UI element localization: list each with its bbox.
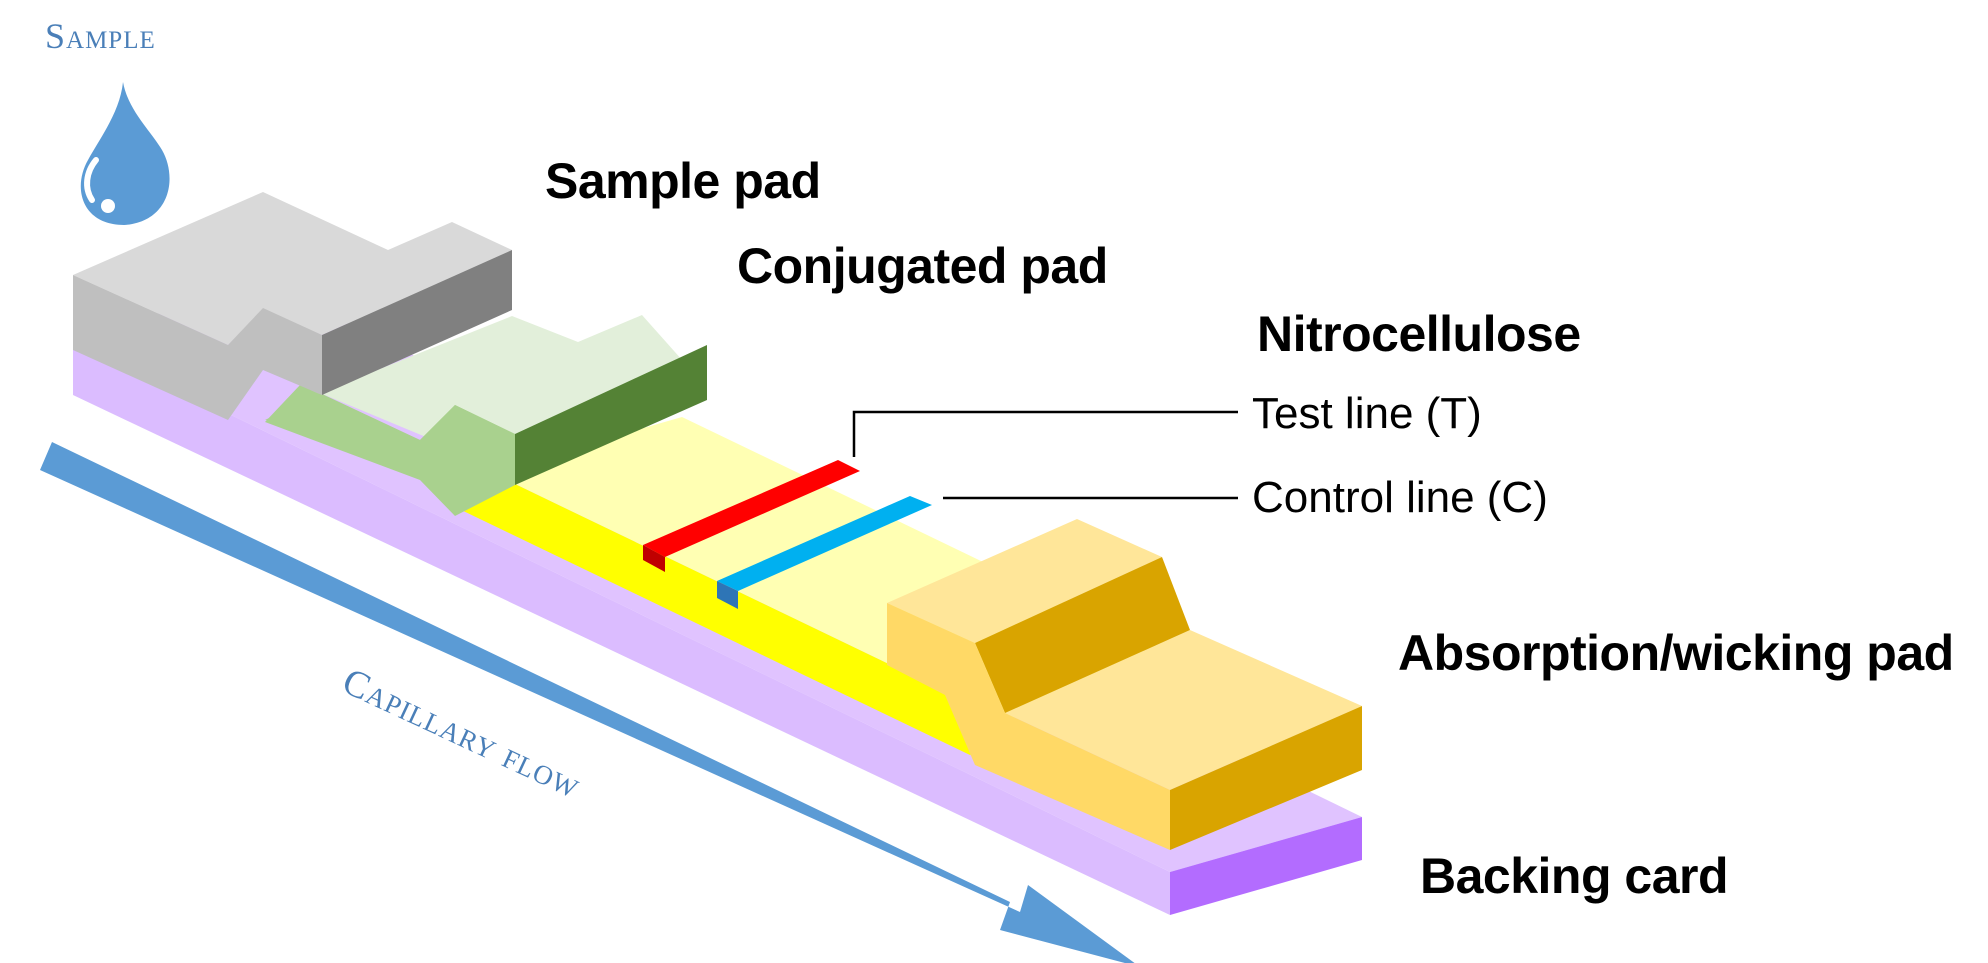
absorption-pad-slope bbox=[975, 557, 1190, 713]
absorption-pad-label: Absorption/wicking pad bbox=[1398, 625, 1954, 681]
backing-card-front bbox=[73, 338, 1170, 915]
nitrocellulose-front bbox=[455, 472, 1005, 755]
conjugated-pad bbox=[265, 315, 707, 516]
conjugated-pad-label: Conjugated pad bbox=[737, 238, 1108, 294]
conjugated-pad-front-main bbox=[265, 385, 515, 516]
absorption-wicking-pad bbox=[887, 519, 1362, 850]
drop-shape bbox=[80, 82, 170, 225]
drop-highlight bbox=[84, 157, 99, 203]
absorption-pad-top-upper bbox=[887, 519, 1162, 643]
capillary-flow-arrow bbox=[40, 442, 1135, 963]
leader-lines bbox=[852, 410, 1238, 500]
test-line-label: Test line (T) bbox=[1252, 389, 1482, 438]
test-line-leader bbox=[852, 410, 1238, 457]
test-line-top bbox=[643, 460, 860, 557]
test-line bbox=[643, 460, 860, 572]
control-line bbox=[717, 496, 932, 609]
sample-pad-front bbox=[73, 275, 322, 420]
nitrocellulose-label: Nitrocellulose bbox=[1257, 306, 1581, 362]
sample-pad-top bbox=[73, 192, 512, 345]
backing-card-side bbox=[1170, 817, 1362, 915]
sample-drop-icon bbox=[80, 82, 170, 225]
absorption-pad-side bbox=[1170, 706, 1362, 850]
sample-pad-side bbox=[322, 250, 512, 395]
control-line-top bbox=[717, 496, 932, 591]
sample-pad bbox=[73, 192, 512, 420]
sample-pad-label: Sample pad bbox=[545, 153, 821, 209]
drop-highlight-dot bbox=[101, 199, 115, 213]
backing-card-label: Backing card bbox=[1420, 848, 1728, 904]
conjugated-pad-top bbox=[320, 315, 707, 474]
absorption-pad-top-lower bbox=[1005, 630, 1362, 790]
sample-label: Sample bbox=[45, 16, 156, 56]
control-line-label: Control line (C) bbox=[1252, 473, 1548, 522]
conjugated-pad-side bbox=[515, 345, 707, 485]
flow-arrow-shape bbox=[40, 442, 1135, 963]
absorption-pad-front bbox=[887, 603, 1170, 850]
control-line-front bbox=[717, 581, 738, 609]
test-line-front bbox=[643, 545, 665, 572]
